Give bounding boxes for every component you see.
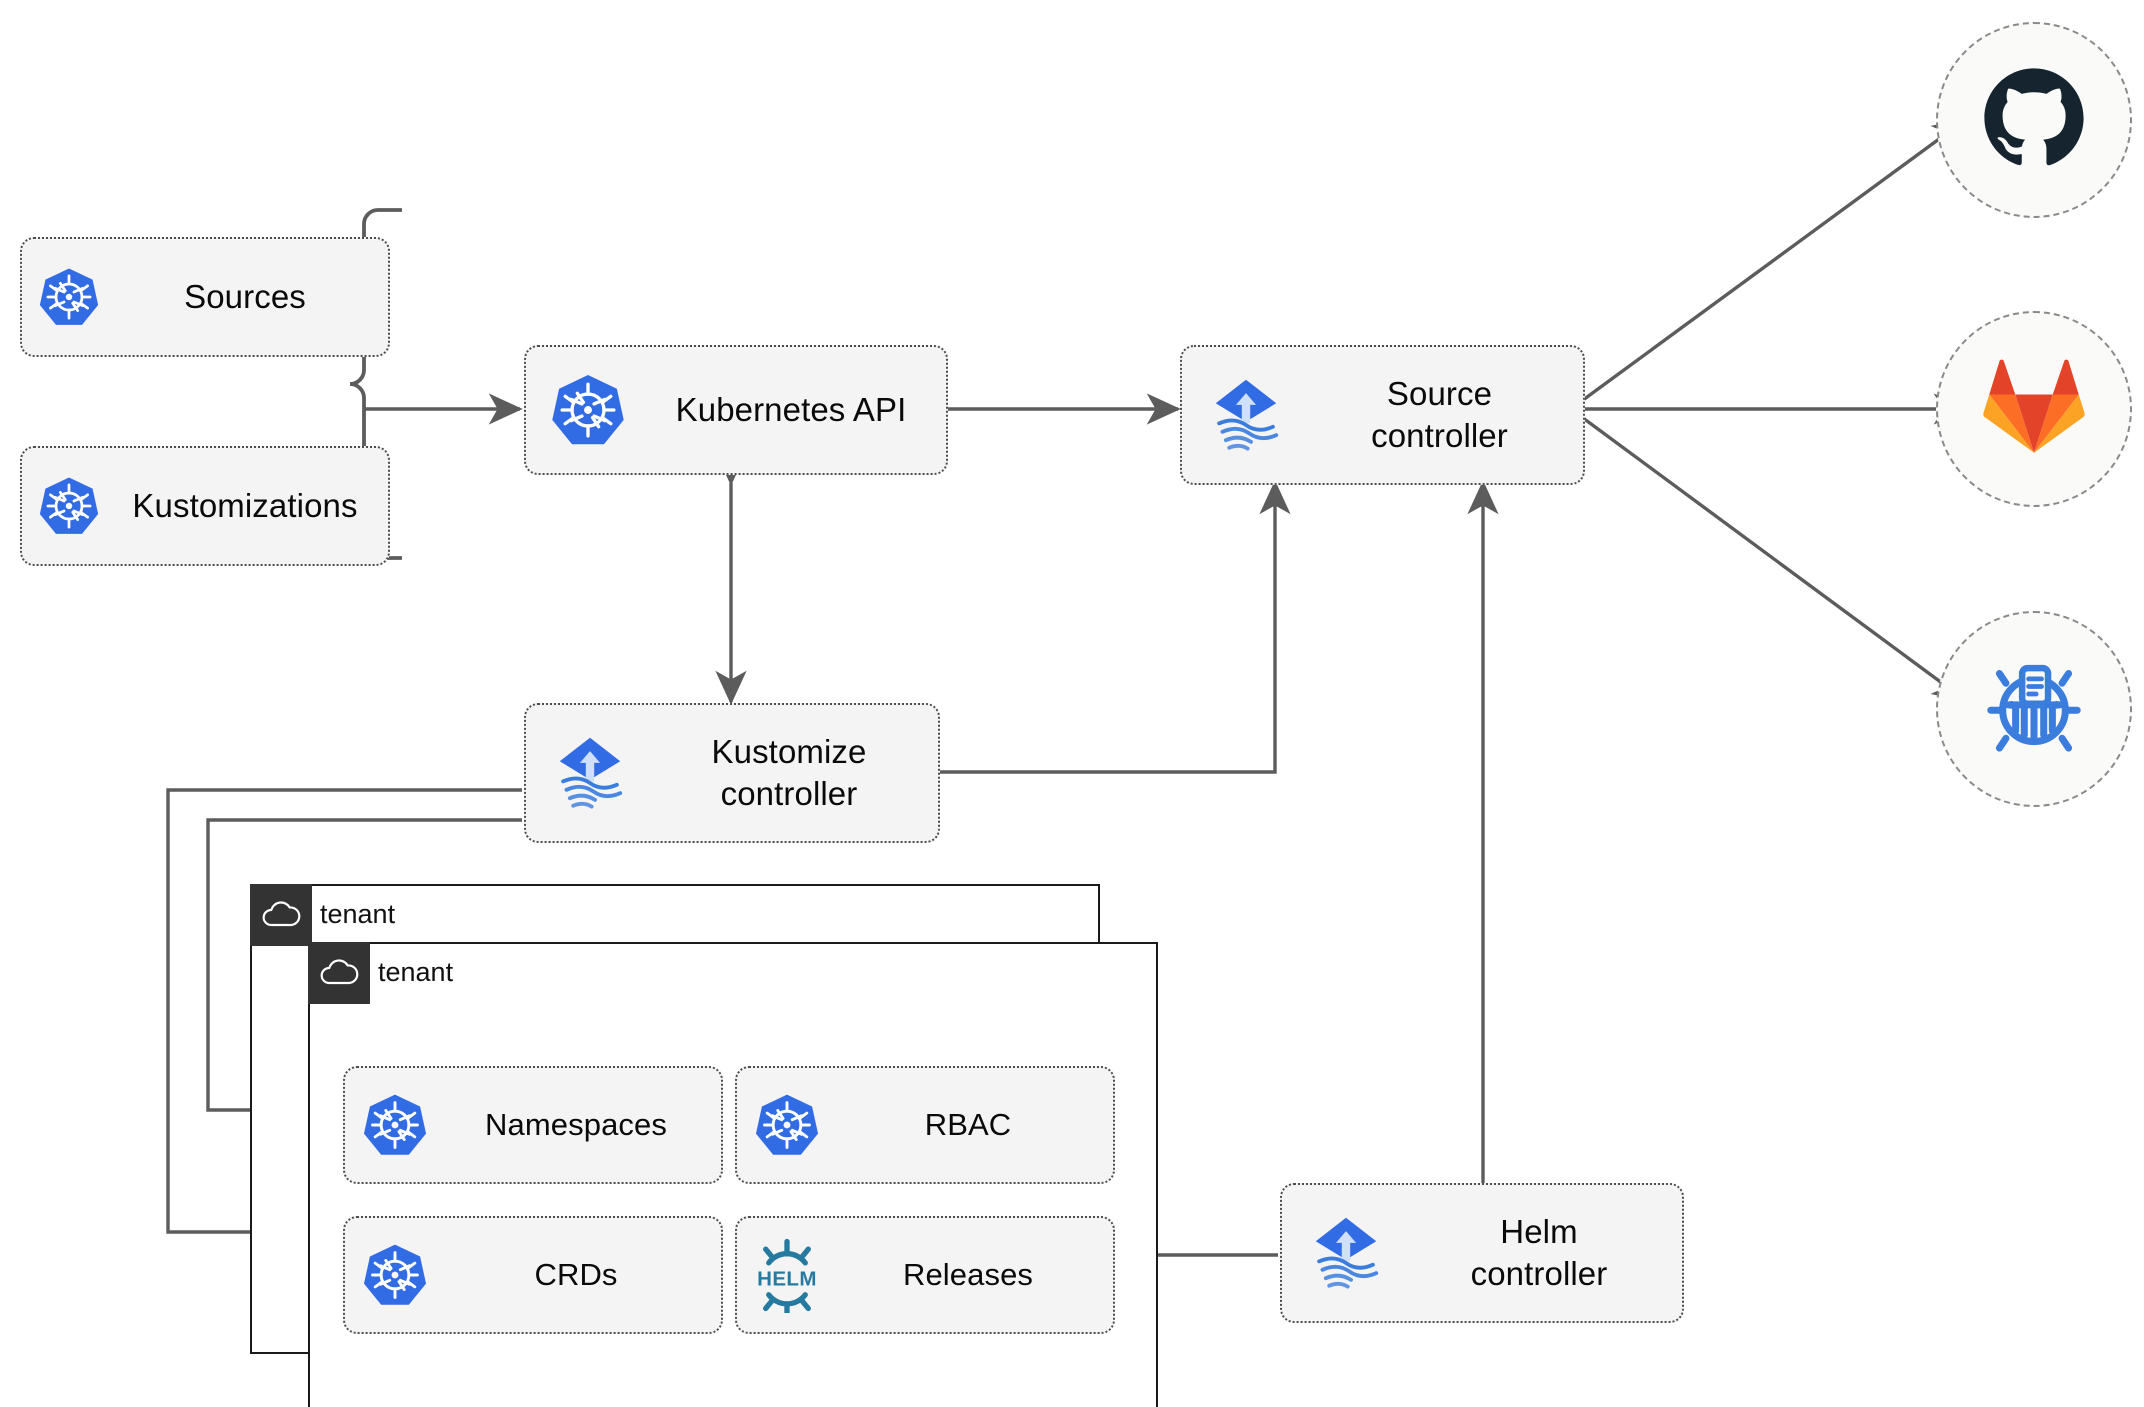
node-label-line1: Kustomize [711, 733, 867, 771]
node-label: Releases [902, 1257, 1034, 1293]
node-crds[interactable]: CRDs [343, 1216, 723, 1334]
cloud-icon [307, 941, 370, 1004]
node-label: Kustomizations [132, 487, 358, 525]
flux-icon [526, 731, 654, 815]
node-label: CRDs [534, 1257, 618, 1293]
node-label: Kustomize controller [654, 731, 938, 814]
tenant-label: tenant [320, 899, 396, 929]
node-label-line1: Helm [1500, 1213, 1578, 1251]
node-kustomize-controller[interactable]: Kustomize controller [524, 703, 940, 843]
provider-helm-repository[interactable] [1936, 611, 2132, 807]
provider-gitlab[interactable] [1936, 311, 2132, 507]
cloud-icon [249, 883, 312, 946]
gitlab-icon [1982, 357, 2086, 462]
kubernetes-icon [526, 372, 650, 448]
github-icon [1980, 64, 2088, 177]
kubernetes-icon [345, 1242, 445, 1308]
kubernetes-icon [22, 266, 116, 328]
helm-icon: HELM [737, 1237, 837, 1313]
svg-text:HELM: HELM [757, 1268, 817, 1291]
kubernetes-icon [22, 475, 116, 537]
node-label: Namespaces [485, 1107, 667, 1143]
node-label: Kubernetes API [675, 391, 907, 429]
node-releases[interactable]: HELM Releases [735, 1216, 1115, 1334]
tenant-label: tenant [378, 957, 454, 987]
node-label: Sources [184, 278, 306, 316]
kubernetes-icon [737, 1092, 837, 1158]
node-label-line1: Source [1386, 375, 1493, 413]
flux-icon [1182, 373, 1310, 457]
kubernetes-icon [345, 1092, 445, 1158]
provider-github[interactable] [1936, 22, 2132, 218]
node-label: Helm controller [1410, 1211, 1682, 1294]
node-label-line2: controller [1371, 417, 1508, 454]
node-label-line2: controller [1470, 1255, 1608, 1292]
helm-repository-icon [1980, 653, 2088, 766]
node-label: RBAC [924, 1107, 1012, 1143]
node-rbac[interactable]: RBAC [735, 1066, 1115, 1184]
node-helm-controller[interactable]: Helm controller [1280, 1183, 1684, 1323]
node-kustomizations[interactable]: Kustomizations [20, 446, 390, 566]
node-sources[interactable]: Sources [20, 237, 390, 357]
flux-icon [1282, 1211, 1410, 1295]
node-kubernetes-api[interactable]: Kubernetes API [524, 345, 948, 475]
node-label: Source controller [1310, 373, 1583, 456]
node-namespaces[interactable]: Namespaces [343, 1066, 723, 1184]
node-source-controller[interactable]: Source controller [1180, 345, 1585, 485]
node-label-line2: controller [720, 775, 858, 812]
tenant-panel-inner[interactable]: tenant Namespaces [307, 941, 1158, 1407]
